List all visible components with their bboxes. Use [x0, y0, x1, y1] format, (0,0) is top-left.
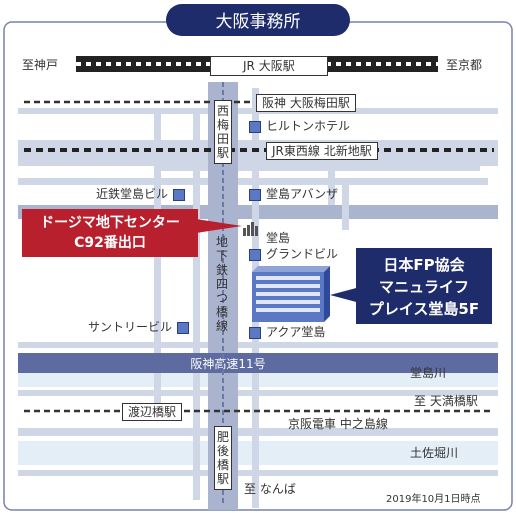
building-marker-icon [177, 321, 190, 334]
as-of-date: 2019年10月1日時点 [386, 494, 481, 505]
dojima-avanza-label: 堂島アバンザ [266, 187, 339, 201]
dojima-grand-building: グランドビル [244, 248, 338, 261]
jr-osaka-station: JR 大阪駅 [210, 56, 328, 76]
street [328, 150, 335, 205]
jr-tozai-station: JR東西線 北新地駅 [266, 142, 378, 160]
office-callout-line2: マニュライフ [378, 278, 469, 296]
kintetsu-dojima-building: 近鉄堂島ビル [96, 188, 190, 201]
hanshin-expressway [18, 353, 498, 373]
to-kobe-label: 至神戸 [22, 58, 59, 72]
dojima-underground-callout: ドージマ地下センター C92番出口 [22, 209, 198, 257]
aqua-dojima-building: アクア堂島 [244, 326, 325, 339]
dojima-river-label: 堂島川 [410, 366, 447, 380]
callout-pointer-icon [196, 219, 242, 233]
building-marker-icon [249, 248, 261, 261]
street [342, 180, 349, 230]
hanshin-umeda-station: 阪神 大阪梅田駅 [256, 94, 356, 112]
nishi-umeda-station: 西梅田駅 [214, 100, 232, 164]
hanshin-expressway-label: 阪神高速11号 [190, 356, 265, 371]
page-title: 大阪事務所 [216, 12, 301, 32]
street [160, 163, 480, 171]
building-marker-icon [173, 188, 186, 201]
higobashi-station: 肥後橋駅 [214, 426, 232, 490]
exit-marker-icon [243, 222, 258, 236]
dojima-grand-label-1: 堂島 [266, 231, 291, 245]
yotsubashi-line-label: 地下鉄四つ橋線 [215, 235, 228, 333]
building-marker-icon [249, 326, 261, 339]
office-callout-line3: プレイス堂島5F [368, 300, 480, 318]
watanabebashi-station: 渡辺橋駅 [122, 403, 183, 421]
office-building-icon [252, 266, 330, 322]
street [193, 110, 200, 500]
dojima-grand-label-2: グランドビル [266, 247, 339, 261]
aqua-dojima-label: アクア堂島 [266, 325, 326, 339]
dojima-underground-line2: C92番出口 [74, 235, 146, 251]
dojima-underground-line1: ドージマ地下センター [40, 215, 180, 231]
suntory-building: サントリービル [88, 321, 194, 334]
street [154, 108, 161, 408]
keihan-line-label: 京阪電車 中之島線 [288, 417, 388, 431]
tosabori-river-label: 土佐堀川 [410, 446, 459, 460]
to-namba-label: 至 なんば [244, 482, 296, 496]
office-callout-line1: 日本FP協会 [383, 256, 465, 274]
hilton-hotel-label: ヒルトンホテル [266, 119, 351, 133]
building-marker-icon [249, 120, 261, 133]
building-marker-icon [249, 188, 261, 201]
hilton-hotel: ヒルトンホテル [244, 120, 350, 133]
title-tab [166, 4, 350, 36]
office-callout: 日本FP協会 マニュライフ プレイス堂島5F [356, 248, 492, 324]
to-tenmabashi-label: 至 天満橋駅 [414, 394, 478, 408]
dojima-avanza-building: 堂島アバンザ [244, 188, 338, 201]
to-kyoto-label: 至京都 [446, 58, 483, 72]
kintetsu-dojima-label: 近鉄堂島ビル [96, 187, 169, 201]
suntory-label: サントリービル [88, 320, 173, 334]
office-callout-pointer-icon [330, 287, 360, 303]
